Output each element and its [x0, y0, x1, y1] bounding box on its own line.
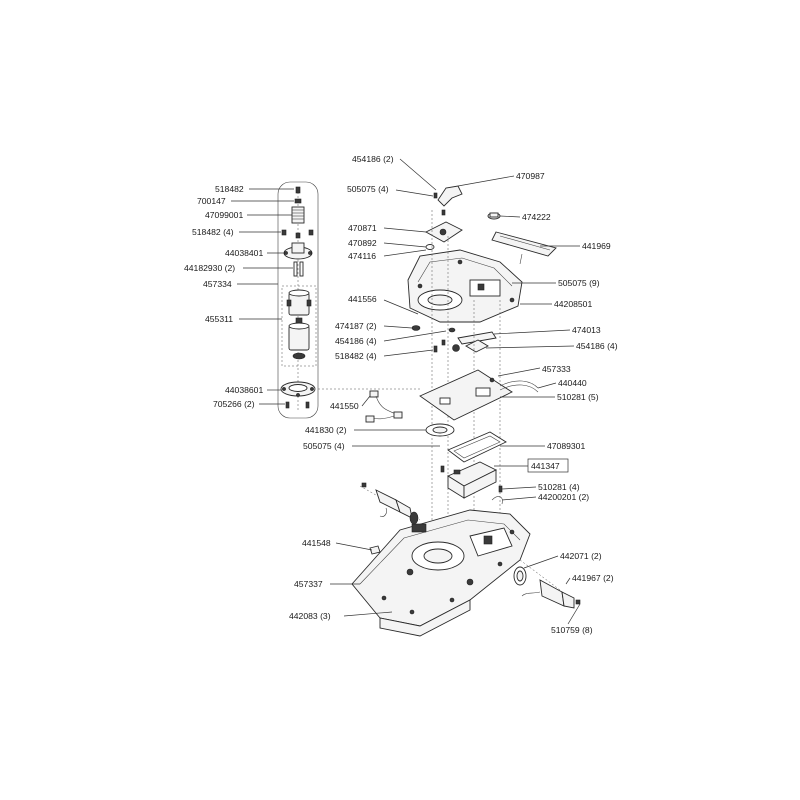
label-518482-4: 518482 (4) [192, 227, 234, 237]
label-457333: 457333 [542, 364, 571, 374]
label-455311: 455311 [205, 314, 233, 324]
top-housing-44208501 [407, 249, 523, 323]
leader-lines [231, 158, 581, 625]
label-470871: 470871 [348, 223, 377, 233]
label-44200201-2: 44200201 (2) [538, 492, 589, 502]
pin-44182930 [293, 261, 298, 277]
label-47099001: 47099001 [205, 210, 243, 220]
label-510281-5: 510281 (5) [557, 392, 599, 402]
label-470892: 470892 [348, 238, 377, 248]
chassis-457337 [351, 509, 531, 637]
bar-474013 [457, 331, 497, 345]
box-441347 [447, 461, 498, 499]
gasket-47089301 [447, 431, 507, 463]
label-441967-2: 441967 (2) [572, 573, 614, 583]
label-474116: 474116 [348, 251, 376, 261]
label-518482-4-mid: 518482 (4) [335, 351, 377, 361]
label-505075-9: 505075 (9) [558, 278, 600, 288]
label-442071-2: 442071 (2) [560, 551, 602, 561]
label-441347: 441347 [531, 461, 560, 471]
label-474187-2: 474187 (2) [335, 321, 377, 331]
label-454186-2: 454186 (2) [352, 154, 394, 164]
label-441556: 441556 [348, 294, 377, 304]
cable-440440 [499, 380, 539, 389]
seal-441830 [425, 423, 455, 437]
label-470987: 470987 [516, 171, 545, 181]
label-454186-4-right: 454186 (4) [576, 341, 618, 351]
screw-518482 [295, 186, 301, 194]
part-labels: 454186 (2) 470987 505075 (4) 474222 4708… [184, 154, 618, 635]
label-457337: 457337 [294, 579, 323, 589]
label-700147: 700147 [197, 196, 226, 206]
flange-44038401 [283, 242, 313, 260]
part-470892 [425, 244, 435, 250]
label-510281-4: 510281 (4) [538, 482, 580, 492]
label-442083-3: 442083 (3) [289, 611, 331, 621]
part-441548 [369, 545, 381, 555]
label-47089301: 47089301 [547, 441, 585, 451]
label-457334: 457334 [203, 279, 232, 289]
label-44038601: 44038601 [225, 385, 263, 395]
label-441550: 441550 [330, 401, 359, 411]
strip-441969 [491, 231, 557, 257]
part-474187 [411, 325, 421, 331]
label-box-441347 [527, 458, 569, 473]
motor-subassembly [277, 181, 420, 419]
motor-455311 [286, 289, 312, 360]
label-474013: 474013 [572, 325, 601, 335]
label-441969: 441969 [582, 241, 611, 251]
label-510759-8: 510759 (8) [551, 625, 593, 635]
ring-44038601 [280, 381, 316, 397]
label-454186-4-left: 454186 (4) [335, 336, 377, 346]
label-44182930-2: 44182930 (2) [184, 263, 235, 273]
cover-470987 [437, 185, 463, 207]
board-457333 [419, 369, 513, 421]
label-474222: 474222 [522, 212, 551, 222]
upper-assembly [407, 185, 557, 353]
label-44038401: 44038401 [225, 248, 263, 258]
nut-700147 [294, 198, 302, 204]
subassembly-frame [277, 181, 319, 419]
motor-455311-box [281, 285, 317, 367]
label-505075-4-mid: 505075 (4) [303, 441, 345, 451]
wheel-motor-right [513, 559, 581, 609]
label-705266-2: 705266 (2) [213, 399, 255, 409]
label-505075-4: 505075 (4) [347, 184, 389, 194]
label-44208501: 44208501 [554, 299, 592, 309]
motor-441967 [539, 579, 565, 607]
label-441830-2: 441830 (2) [305, 425, 347, 435]
wheel-motor-left [359, 482, 421, 525]
label-518482: 518482 [215, 184, 244, 194]
spring-47099001 [291, 206, 305, 224]
label-440440: 440440 [558, 378, 587, 388]
label-441548: 441548 [302, 538, 331, 548]
wire-441550 [365, 390, 403, 423]
